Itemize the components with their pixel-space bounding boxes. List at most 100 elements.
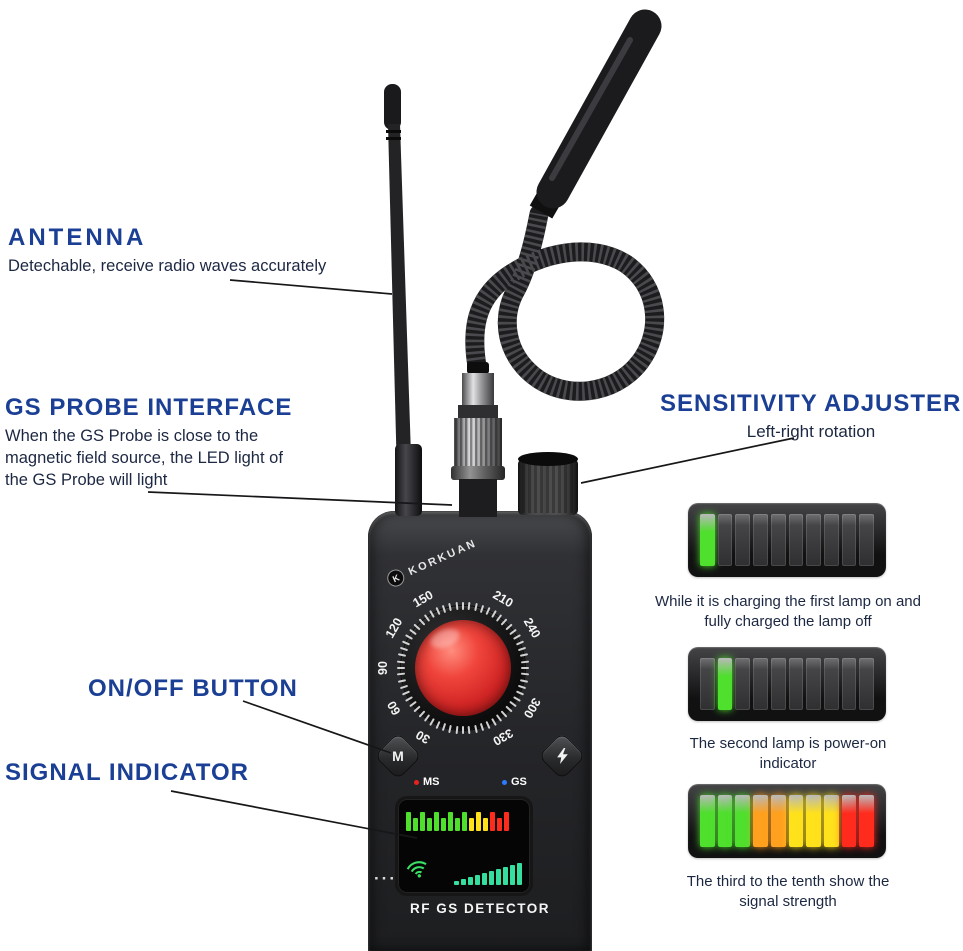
led-segment-off: [859, 658, 875, 710]
led-segment-lit: [735, 795, 751, 847]
dial-number: 240: [521, 615, 544, 641]
led-segment-off: [700, 658, 715, 710]
led-segment-off: [788, 514, 804, 566]
gooseneck-probe: [465, 9, 665, 401]
eq-bar: [469, 818, 474, 831]
led-segment-off: [823, 514, 839, 566]
signal-display: [398, 799, 530, 893]
antenna-ring: [386, 130, 401, 133]
dial-number: 300: [521, 695, 544, 721]
sensitivity-desc: Left-right rotation: [746, 422, 876, 441]
brand-name: KORKUAN: [406, 536, 479, 578]
antenna-desc: Detechable, receive radio waves accurate…: [8, 257, 327, 275]
antenna: [384, 84, 422, 516]
antenna-base: [395, 444, 422, 516]
probe-highlight: [549, 37, 633, 181]
eq-bar: [406, 812, 411, 831]
eq-bar: [413, 818, 418, 831]
eq-bar: [462, 812, 467, 831]
led-segment-off: [735, 658, 751, 710]
probe-cable: [465, 204, 665, 401]
led-segment-lit: [700, 795, 715, 847]
indicator-panel-signal: [688, 784, 886, 858]
led-segment-off: [823, 658, 839, 710]
ms-indicator: MS: [414, 776, 440, 788]
sensitivity-knob: [518, 452, 578, 515]
stair-bar: [496, 869, 501, 885]
led-segment-off: [753, 658, 768, 710]
stair-bar: [489, 871, 494, 885]
product-label: RF GS DETECTOR: [409, 901, 550, 916]
indicator-caption-charging: While it is charging the first lamp on a…: [655, 593, 921, 630]
eq-bar: [427, 818, 432, 831]
probe-neck: [529, 179, 568, 219]
dial-tick: [520, 660, 529, 663]
led-segment-off: [841, 658, 857, 710]
led-segment-lit: [806, 795, 821, 847]
dial-number: 90: [376, 661, 390, 675]
led-segment-off: [770, 658, 786, 710]
signal-annotation: SIGNAL INDICATOR: [5, 759, 249, 787]
gs-dot: [502, 779, 507, 785]
led-strip: [700, 658, 875, 710]
indicator-panel-charging: [688, 503, 886, 577]
sensitivity-callout-line: [580, 437, 795, 484]
led-segment-lit: [700, 514, 715, 566]
eq-bar: [455, 818, 460, 831]
knob-shade: [518, 459, 578, 515]
eq-bar: [441, 818, 446, 831]
lightning-icon: [545, 739, 579, 773]
side-dots: ···: [374, 869, 397, 888]
led-segment-lit: [753, 795, 768, 847]
gs-probe-title: GS PROBE INTERFACE: [5, 394, 293, 421]
probe-cable-ribs: [465, 212, 665, 401]
ms-dot: [414, 779, 419, 785]
dial-number: 30: [413, 727, 433, 747]
eq-bar: [434, 812, 439, 831]
led-segment-off: [788, 658, 804, 710]
gs-probe-desc: When the GS Probe is close to the magnet…: [5, 427, 283, 489]
stair-bar: [454, 881, 459, 885]
led-segment-off: [806, 658, 821, 710]
eq-bar: [476, 812, 481, 831]
dial-tick: [397, 660, 406, 663]
antenna-ring: [386, 137, 401, 140]
led-segment-off: [859, 514, 875, 566]
sensitivity-title: SENSITIVITY ADJUSTER: [660, 390, 962, 417]
dial-tick: [455, 602, 458, 611]
indicator-caption-power: The second lamp is power-on indicator: [689, 735, 887, 772]
led-segment-lit: [717, 795, 733, 847]
eq-bar: [483, 818, 488, 831]
stair-bar: [482, 873, 487, 885]
indicator-caption-signal: The third to the tenth show the signal s…: [686, 873, 890, 910]
antenna-annotation: ANTENNA Detechable, receive radio waves …: [8, 224, 326, 277]
dial-number: 210: [490, 587, 516, 610]
equalizer-bars: [406, 809, 522, 831]
led-strip: [700, 514, 875, 566]
lens-ring: [401, 606, 525, 730]
connector-barrel: [462, 373, 494, 407]
led-segment-off: [770, 514, 786, 566]
mode-button: M: [373, 731, 423, 781]
probe-tip: [536, 9, 662, 209]
stair-bar: [503, 867, 508, 885]
stair-bar: [468, 877, 473, 885]
knob-ribs: [520, 461, 576, 513]
on-off-title: ON/OFF BUTTON: [88, 675, 298, 702]
eq-bar: [504, 812, 509, 831]
stair-bar: [517, 863, 522, 885]
signal-title: SIGNAL INDICATOR: [5, 759, 250, 786]
indicator-panel-power: [688, 647, 886, 721]
sensitivity-annotation: SENSITIVITY ADJUSTER Left-right rotation: [660, 390, 962, 443]
eq-bar: [448, 812, 453, 831]
connector-cap: [467, 362, 489, 374]
antenna-tip: [384, 84, 401, 130]
dial-tick: [397, 667, 405, 669]
led-segment-lit: [770, 795, 786, 847]
led-segment-lit: [859, 795, 875, 847]
dial-tick: [455, 725, 458, 734]
gs-probe-annotation: GS PROBE INTERFACE When the GS Probe is …: [5, 394, 297, 491]
screen-bottom: [406, 859, 522, 885]
led-segment-off: [753, 514, 768, 566]
stair-bar: [510, 865, 515, 885]
